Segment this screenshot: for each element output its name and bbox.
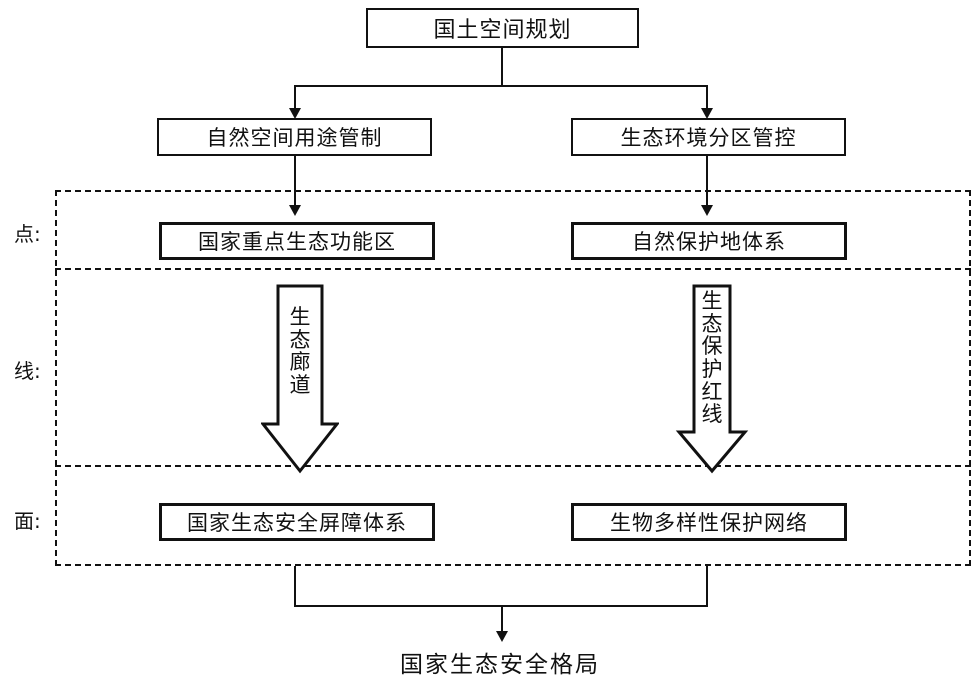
node-national-ecological-security-barrier-system: 国家生态安全屏障体系 [159,503,435,541]
arrowhead-to-spatial-use-control [289,108,301,119]
block-arrow-ecological-protection-redline: 生 态 保 护 红 线 [673,284,751,474]
node-nature-reserve-system: 自然保护地体系 [571,222,847,260]
dashed-container [55,190,971,566]
arrow-char: 廊 [289,350,311,375]
node-national-territorial-spatial-planning: 国土空间规划 [366,8,639,48]
arrow-char: 生 [289,305,311,329]
arrow-char: 护 [701,357,723,382]
connector-bottom-drop [501,605,503,634]
connector-bottom-left-stem [294,566,296,607]
row-label-area: 面: [14,509,41,533]
arrowhead-to-outcome [496,631,508,642]
block-arrow-ecological-protection-redline-label: 生 态 保 护 红 线 [673,290,751,426]
node-biodiversity-conservation-network: 生物多样性保护网络 [571,503,847,541]
arrowhead-to-eco-zoning-control [701,108,713,119]
connector-top-bar [294,85,708,87]
connector-top-right-drop [706,85,708,110]
dashed-divider-line-area [55,465,971,467]
block-arrow-ecological-corridor-label: 生 态 廊 道 [261,306,339,397]
arrow-char: 态 [289,327,311,352]
outcome-label: 国家生态安全格局 [400,652,600,675]
connector-left-to-point [294,156,296,208]
row-label-point: 点: [14,222,41,246]
node-national-key-ecological-function-zone: 国家重点生态功能区 [159,222,435,260]
connector-top-stem [501,48,503,86]
node-ecological-environment-zoning-control: 生态环境分区管控 [571,118,846,156]
node-natural-space-use-control: 自然空间用途管制 [157,118,432,156]
block-arrow-ecological-corridor: 生 态 廊 道 [261,284,339,474]
connector-bottom-right-stem [706,566,708,607]
row-label-line: 线: [14,359,41,383]
arrow-char: 红 [701,379,723,404]
block-arrow-ecological-corridor-shape [261,284,339,474]
connector-top-left-drop [294,85,296,110]
arrow-char: 道 [289,373,311,398]
arrowhead-to-key-eco-function-zone [289,205,301,216]
block-arrow-ecological-protection-redline-shape [675,284,749,474]
connector-right-to-point [706,156,708,208]
arrow-char: 态 [701,311,723,336]
arrowhead-to-protected-area-system [701,205,713,216]
arrow-char: 保 [701,334,723,359]
arrow-char: 生 [701,289,723,313]
dashed-divider-point-line [55,268,971,270]
arrow-char: 线 [701,402,723,427]
